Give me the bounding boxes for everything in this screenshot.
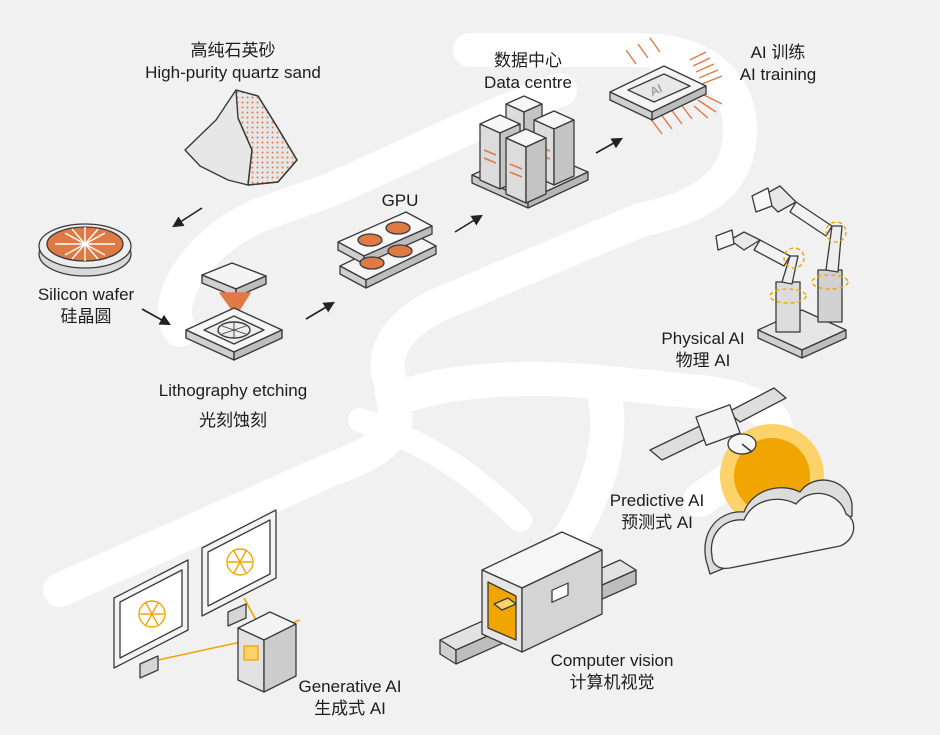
label-silicon-wafer: Silicon wafer 硅晶圆 (16, 284, 156, 328)
lithography-icon (185, 262, 283, 361)
label-quartz-sand-en: High-purity quartz sand (145, 63, 321, 82)
robot-left-base (775, 281, 801, 333)
server-rack-front (505, 128, 547, 204)
ai-chip-icon: AI (609, 37, 723, 135)
label-gpu: GPU (362, 190, 438, 212)
network-glyph (138, 548, 254, 628)
label-computer-vision: Computer vision 计算机视觉 (530, 650, 694, 694)
label-generative-ai-en: Generative AI (298, 677, 402, 696)
label-lithography: Lithography etching 光刻蚀刻 (133, 376, 333, 436)
label-data-centre: 数据中心 Data centre (458, 50, 598, 94)
chip-text: AI (648, 81, 665, 99)
satellite-icon (649, 387, 787, 461)
predictive-scene (649, 387, 855, 575)
label-ai-training: AI 训练 AI training (716, 42, 840, 86)
cloud-icon (704, 479, 855, 575)
silicon-wafer-icon (38, 223, 132, 277)
label-computer-vision-en: Computer vision (550, 651, 674, 670)
data-centre-icon (471, 95, 589, 209)
label-generative-ai: Generative AI 生成式 AI (278, 676, 422, 720)
label-predictive-ai-en: Predictive AI (609, 491, 705, 510)
label-predictive-ai-zh: 预测式 AI (621, 513, 693, 532)
arrow-wafer-to-litho (141, 308, 171, 326)
label-data-centre-zh: 数据中心 (494, 51, 562, 70)
gpu-icon (337, 211, 437, 289)
robot-right-base (817, 269, 843, 323)
arrow-datacentre-to-chip (595, 137, 623, 154)
label-predictive-ai: Predictive AI 预测式 AI (592, 490, 722, 534)
label-ai-training-zh: AI 训练 (750, 43, 806, 62)
label-gpu-en: GPU (381, 191, 419, 210)
label-quartz-sand: 高纯石英砂 High-purity quartz sand (108, 40, 358, 84)
server-chip-icon (237, 611, 297, 693)
arrow-gpu-to-datacentre (454, 214, 483, 233)
label-data-centre-en: Data centre (484, 73, 572, 92)
label-silicon-wafer-zh: 硅晶圆 (60, 307, 112, 326)
flow-arrows (141, 137, 623, 326)
road-path-lane (348, 408, 532, 532)
label-computer-vision-zh: 计算机视觉 (569, 673, 655, 692)
arrow-sand-to-wafer (172, 207, 203, 228)
label-ai-training-en: AI training (739, 65, 817, 84)
generative-scene (113, 509, 301, 693)
label-lithography-en: Lithography etching (158, 381, 308, 400)
conveyor-scanner-icon (439, 531, 637, 665)
label-physical-ai-zh: 物理 AI (675, 351, 731, 370)
label-lithography-zh: 光刻蚀刻 (199, 411, 267, 430)
sand-pile-icon (184, 89, 298, 186)
label-quartz-sand-zh: 高纯石英砂 (190, 41, 276, 60)
label-silicon-wafer-en: Silicon wafer (37, 285, 135, 304)
arrow-litho-to-gpu (305, 301, 335, 320)
chip-pins (625, 37, 723, 135)
robot-arm-icon (715, 185, 849, 359)
label-physical-ai: Physical AI 物理 AI (638, 328, 768, 372)
label-generative-ai-zh: 生成式 AI (314, 699, 386, 718)
label-physical-ai-en: Physical AI (661, 329, 745, 348)
